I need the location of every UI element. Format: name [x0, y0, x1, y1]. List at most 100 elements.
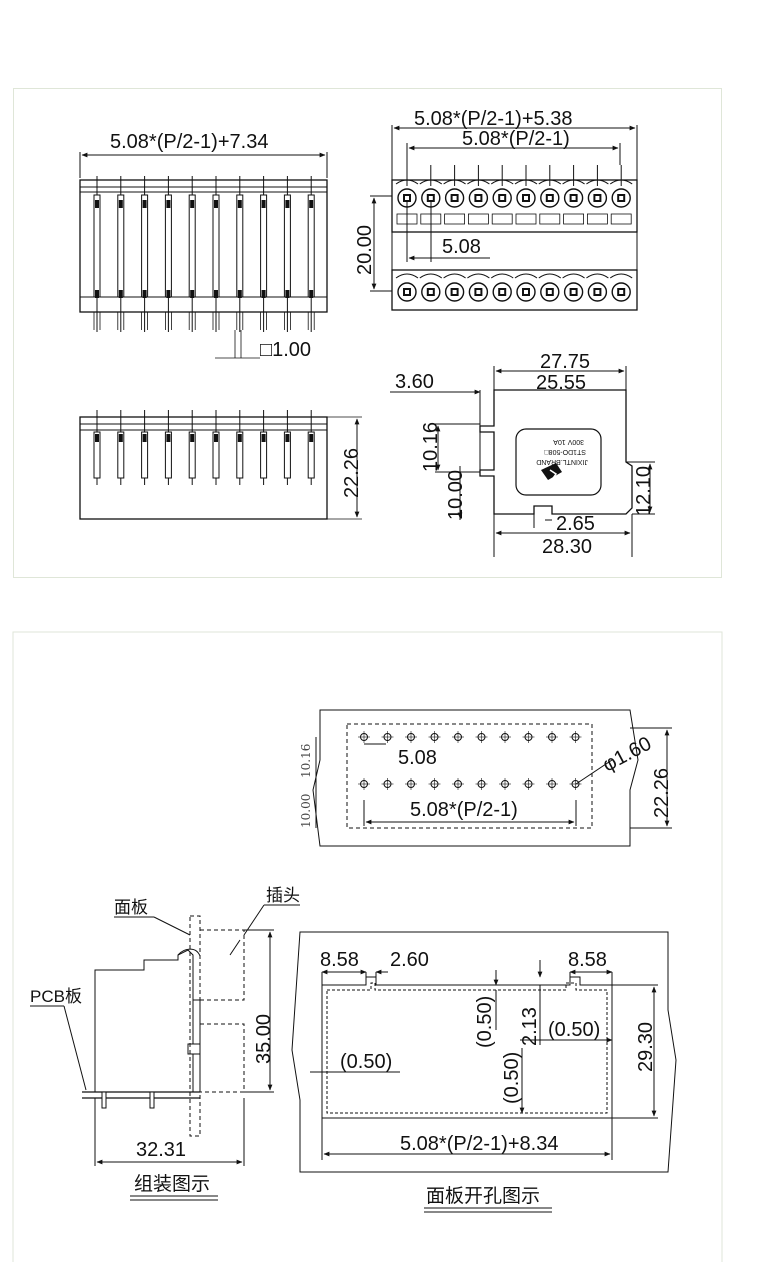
- pcb-dim-pitch: 5.08: [398, 747, 437, 769]
- top-terminal: [538, 165, 562, 302]
- pcb-hole: [381, 778, 394, 790]
- cutout-dim-0-50-d: (0.50): [501, 1052, 523, 1104]
- pcb-hole: [475, 731, 488, 743]
- dim-12-10: 12.10: [633, 466, 655, 516]
- dim-top-total: 5.08*(P/2-1)+5.38: [414, 108, 572, 130]
- pcb-hole: [546, 778, 558, 790]
- pcb-hole: [358, 778, 370, 790]
- pcb-hole: [475, 778, 488, 790]
- side-pin: [260, 410, 268, 485]
- top-terminal: [609, 165, 633, 302]
- product-label-brand: JIXINTL.BRAND: [536, 458, 588, 465]
- front-pin: [260, 176, 268, 332]
- side-pin: [141, 410, 149, 485]
- dim-top-inner: 5.08*(P/2-1): [462, 128, 570, 150]
- pcb-hole: [569, 778, 582, 790]
- pcb-hole: [452, 778, 464, 790]
- front-pin: [117, 176, 125, 332]
- front-pins: [93, 176, 315, 332]
- pcb-hole: [381, 731, 394, 743]
- label-plug: 插头: [266, 886, 300, 905]
- pcb-dim-10-16: 10.16: [299, 744, 313, 778]
- front-pin: [188, 176, 196, 332]
- pcb-hole: [499, 778, 511, 790]
- pcb-hole: [452, 731, 464, 743]
- top-terminal: [467, 165, 490, 302]
- assembly-caption: 组装图示: [134, 1173, 210, 1195]
- dim-25-55: 25.55: [536, 372, 586, 394]
- pcb-hole: [522, 778, 535, 790]
- label-pcb: PCB板: [30, 987, 82, 1006]
- top-terminal: [562, 165, 585, 302]
- dim-10-00: 10.00: [445, 470, 467, 520]
- side-pins: [93, 410, 315, 485]
- assembly-view: [30, 904, 300, 1201]
- top-terminal: [490, 165, 514, 302]
- dim-2-65: 2.65: [556, 513, 595, 535]
- front-pin: [164, 176, 172, 332]
- assembly-dim-depth: 32.31: [136, 1139, 186, 1161]
- pcb-hole: [358, 731, 370, 743]
- dim-3-60: 3.60: [395, 371, 434, 393]
- top-terminals: [395, 165, 633, 302]
- cutout-dim-8-58-left: 8.58: [320, 949, 359, 971]
- cutout-dim-29-30: 29.30: [635, 1022, 657, 1072]
- pcb-hole: [522, 731, 535, 743]
- bottom-drawing-panel: [12, 631, 723, 1262]
- top-view: [370, 125, 638, 311]
- side-pin: [188, 410, 196, 485]
- front-pin: [283, 176, 291, 332]
- cutout-dim-0-50-b: (0.50): [548, 1019, 600, 1041]
- side-pin: [93, 410, 101, 485]
- cutout-caption: 面板开孔图示: [426, 1185, 540, 1207]
- pcb-dim-width: 5.08*(P/2-1): [410, 799, 518, 821]
- dim-row-spacing: 20.00: [354, 225, 376, 275]
- side-pin: [117, 410, 125, 485]
- pcb-hole: [569, 731, 582, 743]
- cutout-dim-2-60: 2.60: [390, 949, 429, 971]
- front-pin: [236, 176, 244, 332]
- front-pin: [212, 176, 220, 332]
- pcb-dim-height: 22.26: [651, 768, 673, 818]
- pcb-hole: [428, 778, 441, 790]
- top-terminal: [443, 165, 466, 302]
- pcb-hole: [428, 731, 441, 743]
- pcb-hole: [499, 731, 511, 743]
- cutout-view: [291, 931, 677, 1213]
- cutout-dim-2-13: 2.13: [519, 1007, 541, 1046]
- dim-side-height: 22.26: [341, 448, 363, 498]
- top-terminal: [514, 165, 538, 302]
- side-view: [79, 410, 362, 520]
- front-pin: [93, 176, 101, 332]
- pcb-hole: [546, 731, 558, 743]
- dim-front-width: 5.08*(P/2-1)+7.34: [110, 131, 268, 153]
- label-panel: 面板: [114, 898, 148, 917]
- dim-pin-square: □1.00: [260, 339, 311, 361]
- pcb-hole: [405, 778, 417, 790]
- front-pin: [307, 176, 315, 332]
- dim-10-16: 10.16: [420, 422, 442, 472]
- profile-view: [390, 366, 655, 557]
- product-label-rating: 300V 10A: [553, 438, 584, 445]
- cutout-dim-0-50-c: (0.50): [340, 1051, 392, 1073]
- pcb-dim-10-00: 10.00: [299, 794, 313, 828]
- front-pin: [141, 176, 149, 332]
- front-view: [79, 152, 328, 359]
- side-pin: [164, 410, 172, 485]
- assembly-dim-height: 35.00: [253, 1014, 275, 1064]
- side-pin: [236, 410, 244, 485]
- pcb-layout-view: [312, 709, 672, 847]
- top-terminal: [586, 165, 609, 302]
- pcb-hole: [405, 731, 417, 743]
- cutout-dim-width: 5.08*(P/2-1)+8.34: [400, 1133, 558, 1155]
- cutout-dim-8-58-right: 8.58: [568, 949, 607, 971]
- side-pin: [307, 410, 315, 485]
- pcb-holes: [358, 731, 582, 790]
- product-label-model: ST1DO-508□: [544, 448, 586, 455]
- dim-pitch: 5.08: [442, 236, 481, 258]
- dim-28-30: 28.30: [542, 536, 592, 558]
- dim-27-75: 27.75: [540, 351, 590, 373]
- side-pin: [212, 410, 220, 485]
- side-pin: [283, 410, 291, 485]
